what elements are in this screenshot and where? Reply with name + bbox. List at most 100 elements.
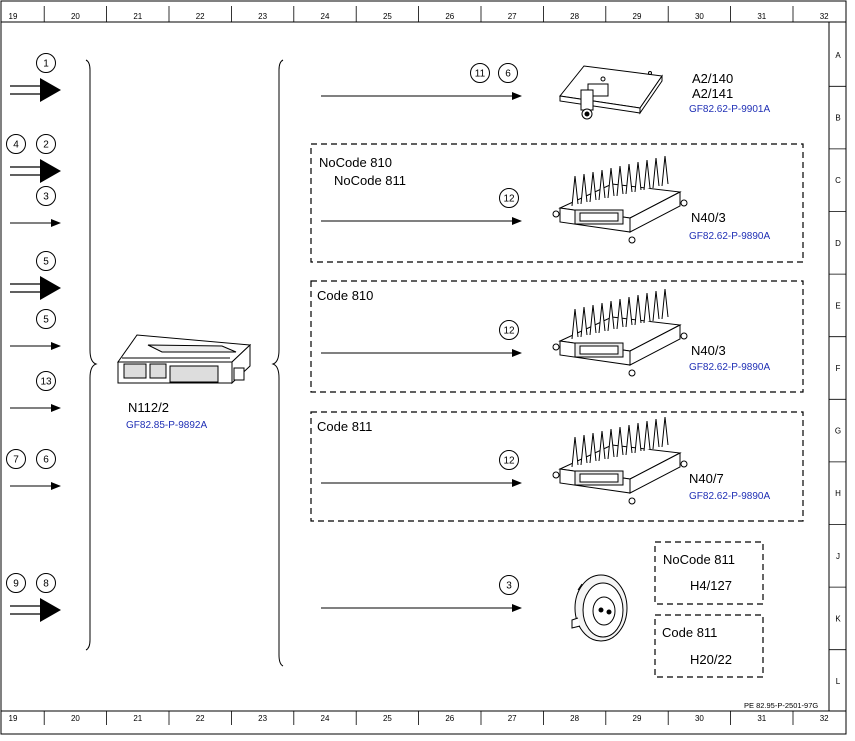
ruler-column-label: 21 [133,714,142,723]
signal-bubble [6,134,26,154]
signal-number: 9 [13,579,19,590]
signal-number: 5 [43,257,49,268]
ruler-column-label: 26 [445,12,454,21]
component-n40-7: N40/7 [689,471,724,486]
ruler-column-label: 25 [383,714,392,723]
option-box-code-811 [310,411,804,522]
signal-bubble [499,450,519,470]
ruler-column-label: 31 [757,714,766,723]
ruler-column-label: 20 [71,12,80,21]
antenna-module-icon [559,65,663,120]
ruler-row-label: G [835,427,841,436]
signal-bubble [470,63,490,83]
input-signal: 5 [10,251,61,300]
signal-bubble [499,188,519,208]
signal-number: 12 [503,326,515,337]
ruler-row-label: E [835,301,840,310]
signal-bubble [36,134,56,154]
component-ref-n40-3-a: GF82.62-P-9890A [689,231,770,242]
control-module-icon [552,416,688,505]
control-unit-code: N112/2 [128,400,169,415]
option-code-810: Code 810 [317,288,373,303]
signal-number: 2 [43,140,49,151]
ruler-column-label: 30 [695,714,704,723]
ruler-column-label: 26 [445,714,454,723]
ruler-column-label: 25 [383,12,392,21]
ruler-row-label: H [835,489,841,498]
signal-number: 3 [506,581,512,592]
control-module-icon [552,288,688,377]
control-module-icons [552,155,688,505]
option-code-811: Code 811 [317,419,372,434]
document-id: PE 82.95-P-2501-97G [744,701,818,710]
ruler-column-label: 27 [508,714,517,723]
output-signal: 12 [321,320,522,357]
signal-bubble [36,371,56,391]
component-ref-n40-3-b: GF82.62-P-9890A [689,362,770,373]
option-code-nocode-810: NoCode 810 [319,155,392,170]
signal-number: 1 [43,59,49,70]
signal-number: 8 [43,579,49,590]
ruler-column-label: 21 [133,12,142,21]
ruler-column-label: 19 [9,714,18,723]
option-box-nocode [310,143,804,263]
input-signal: 3 [10,186,61,227]
option-code-nocode-811: NoCode 811 [334,173,406,188]
horn-code-nocode-811: NoCode 811 [663,552,735,567]
signal-bubble [36,309,56,329]
signal-bubble [36,573,56,593]
signal-bubble [499,320,519,340]
signal-bubble [36,251,56,271]
ruler-column-label: 24 [321,12,330,21]
ruler-column-label: 23 [258,714,267,723]
signal-number: 13 [40,377,52,388]
ruler-column-label: 29 [633,12,642,21]
ruler-row-label: L [836,677,841,686]
signal-number: 3 [43,192,49,203]
signal-number: 5 [43,315,49,326]
ruler-column-label: 27 [508,12,517,21]
signal-number: 7 [13,455,19,466]
ruler-column-label: 22 [196,12,205,21]
ruler-row-label: K [835,614,841,623]
horn-box-code-811 [654,614,764,678]
signal-number: 11 [475,69,486,80]
ruler-column-label: 22 [196,714,205,723]
control-unit-ref: GF82.85-P-9892A [126,420,207,431]
input-signal: 13 [10,371,61,412]
ruler-row-label: B [835,114,840,123]
signal-bubble [36,449,56,469]
signal-number: 4 [13,140,19,151]
horn-box-nocode-811 [654,541,764,605]
control-module-icon [552,155,688,244]
ruler-column-label: 32 [820,714,829,723]
control-unit-n112-2 [117,334,252,385]
output-signal: 3 [321,575,522,612]
signal-bubble [499,575,519,595]
input-signal: 5 [10,309,61,350]
signal-bubble [6,449,26,469]
component-a2-140: A2/140 [692,71,733,86]
ruler-column-label: 31 [757,12,766,21]
horn-icon [571,574,628,642]
signal-bubble [36,186,56,206]
output-signal: 12 [321,450,522,487]
component-a2-141: A2/141 [692,86,733,101]
horn-component-h20-22: H20/22 [690,652,732,667]
horn-code-811: Code 811 [662,625,717,640]
ruler-column-label: 19 [9,12,18,21]
ruler-column-label: 20 [71,714,80,723]
input-signal: 1 [10,53,61,102]
component-n40-3-a: N40/3 [691,210,726,225]
signal-number: 12 [503,456,515,467]
ruler-row-label: F [836,364,841,373]
